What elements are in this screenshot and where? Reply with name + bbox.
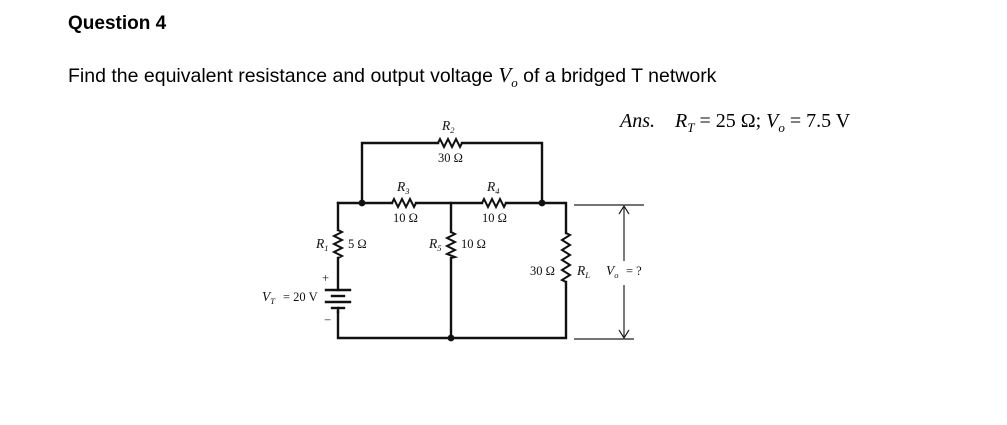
resistor-r1-symbol	[331, 229, 345, 259]
source-minus-sign: −	[324, 313, 331, 327]
resistor-r3-symbol	[391, 196, 417, 210]
r3-value: 10 Ω	[393, 211, 418, 225]
prompt-text-after: of a bridged T network	[517, 65, 717, 87]
r1-name: R1	[315, 236, 329, 253]
wire-rl-bottom	[449, 280, 568, 340]
source-plus-sign: +	[322, 271, 329, 285]
answer-vo-var: V	[766, 110, 779, 132]
wire-battery-bottom	[336, 310, 453, 340]
junction-dot	[538, 199, 546, 207]
question-title: Question 4	[68, 13, 167, 34]
answer-vo-value: = 7.5 V	[784, 110, 851, 132]
r5-value: 10 Ω	[461, 237, 486, 251]
wire-r2-left	[360, 141, 440, 205]
resistor-rl-symbol	[559, 232, 573, 283]
rl-value: 30 Ω	[530, 264, 555, 278]
battery-icon	[324, 288, 352, 314]
answer-vo-sub: o	[778, 120, 785, 135]
r4-name: R4	[486, 179, 500, 196]
circuit-wires	[336, 141, 568, 340]
output-voltage-indicator	[574, 204, 644, 340]
vo-value: = ?	[626, 264, 642, 278]
answer-line: Ans. RT = 25 Ω; Vo = 7.5 V	[620, 110, 850, 136]
source-name: VT	[262, 289, 276, 306]
vo-name: Vo	[606, 263, 619, 280]
r2-name: R2	[441, 118, 455, 135]
r5-name: R5	[428, 236, 442, 253]
answer-rt-sub: T	[687, 120, 695, 135]
resistor-r4-symbol	[481, 196, 507, 210]
answer-rt-value: = 25 Ω;	[694, 110, 767, 132]
resistor-r5-symbol	[444, 231, 459, 259]
r3-name: R3	[396, 179, 410, 196]
answer-rt-var: R	[675, 110, 688, 132]
wire-r2-right	[460, 141, 544, 205]
prompt-variable: Vo	[498, 63, 518, 91]
junction-dot	[447, 334, 455, 342]
source-value: = 20 V	[283, 290, 318, 304]
arrow-down-icon	[618, 329, 630, 340]
r1-value: 5 Ω	[348, 237, 367, 251]
r2-value: 30 Ω	[438, 151, 463, 165]
junction-dot	[358, 199, 366, 207]
answer-prefix: Ans.	[620, 110, 655, 132]
rl-name: RL	[576, 263, 590, 280]
r4-value: 10 Ω	[482, 211, 507, 225]
resistor-r2-symbol	[437, 136, 463, 150]
prompt-text-before: Find the equivalent resistance and outpu…	[68, 65, 499, 87]
arrow-up-icon	[618, 204, 630, 215]
wire-right-node	[504, 201, 568, 235]
question-prompt: Find the equivalent resistance and outpu…	[68, 63, 716, 91]
